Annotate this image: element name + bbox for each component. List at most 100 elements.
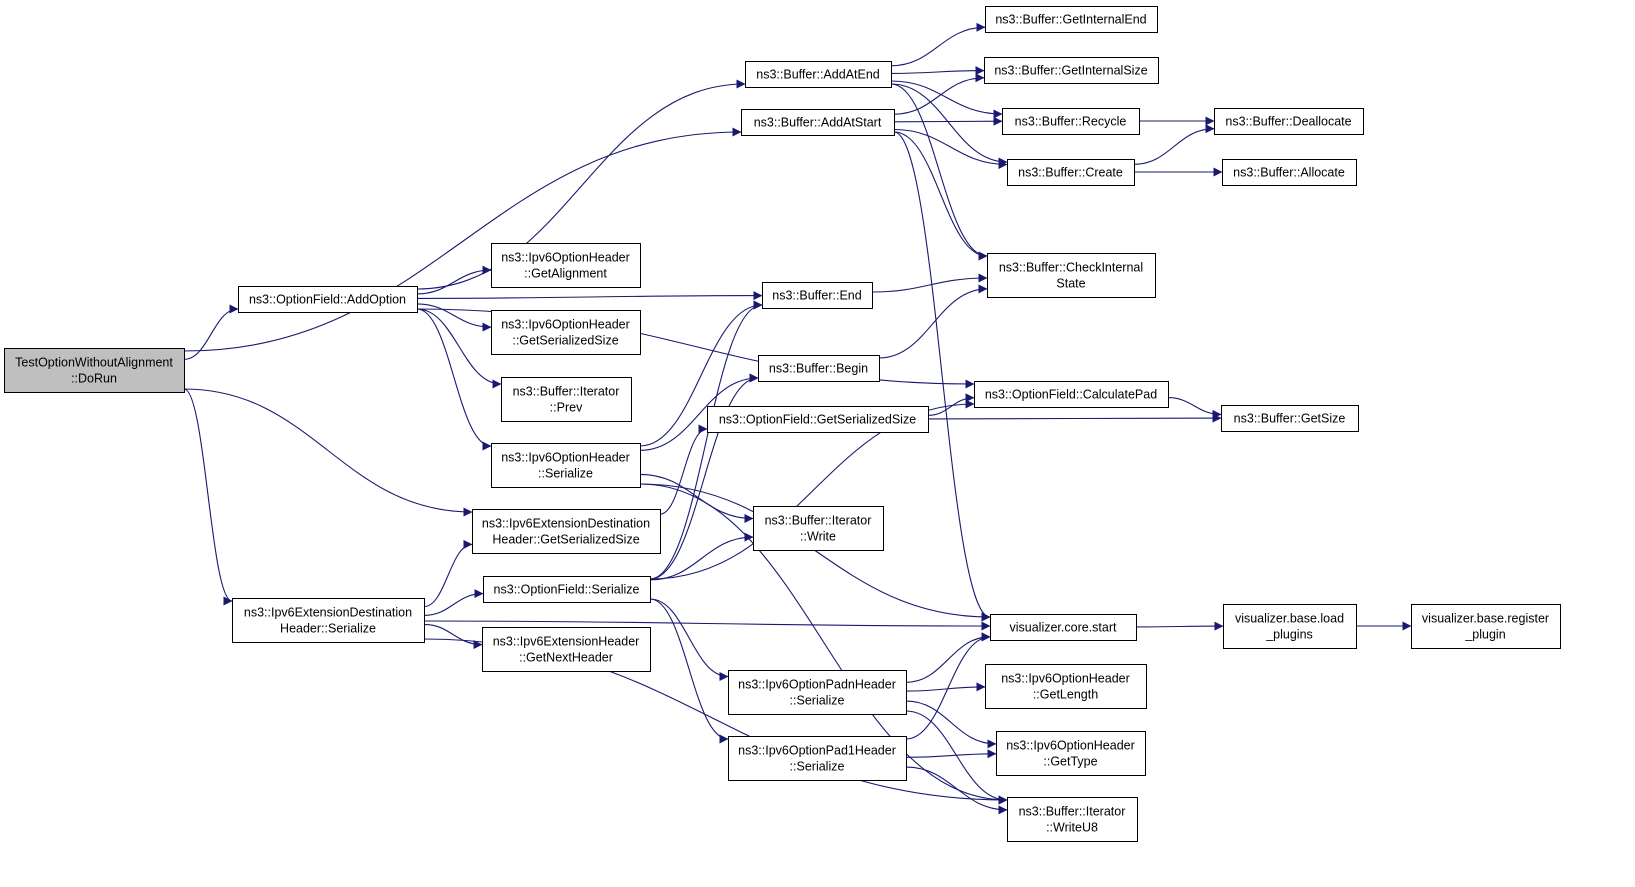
node-buffer-begin-box — [758, 355, 880, 382]
edge-addatend-to-getinternalsize — [890, 66, 985, 76]
node-buffer-addatend-label-0: ns3::Buffer::AddAtEnd — [756, 68, 880, 82]
edge-oh_serialize-to-iter_write — [639, 473, 754, 523]
edge-ed_serialize-to-ed_getsize — [423, 539, 473, 608]
node-buffer-getsize-label-0: ns3::Buffer::GetSize — [1234, 412, 1346, 426]
node-ipv6extdest-getserializedsize[interactable]: ns3::Ipv6ExtensionDestinationHeader::Get… — [472, 509, 661, 554]
node-ipv6optionpadnheader-serialize-label-0: ns3::Ipv6OptionPadnHeader — [738, 678, 896, 692]
edge-of_getsize-to-getsize — [927, 413, 1222, 423]
node-optionfield-calculatepad-label-0: ns3::OptionField::CalculatePad — [985, 388, 1157, 402]
node-ipv6optionheader-gettype-label-0: ns3::Ipv6OptionHeader — [1006, 739, 1135, 753]
node-ipv6optionheader-getalignment-box — [491, 243, 641, 288]
edge-viz_start-to-viz_load — [1135, 621, 1224, 631]
node-testoption-dorun-label-1: ::DoRun — [71, 372, 117, 386]
node-buffer-addatstart[interactable]: ns3::Buffer::AddAtStart — [741, 109, 895, 136]
node-buffer-iterator-writeu8-box — [1007, 797, 1138, 842]
node-ipv6extensionheader-getnextheader[interactable]: ns3::Ipv6ExtensionHeader::GetNextHeader — [482, 627, 651, 672]
edge-begin-to-checkinternal — [878, 284, 988, 359]
node-buffer-end-box — [762, 282, 873, 309]
node-buffer-getsize[interactable]: ns3::Buffer::GetSize — [1221, 405, 1359, 432]
node-buffer-recycle[interactable]: ns3::Buffer::Recycle — [1002, 108, 1140, 135]
node-buffer-checkinternalstate-label-1: State — [1056, 277, 1085, 291]
node-ipv6optionpadnheader-serialize[interactable]: ns3::Ipv6OptionPadnHeader::Serialize — [728, 670, 907, 715]
node-buffer-deallocate-box — [1214, 108, 1364, 135]
node-testoption-dorun-box — [4, 348, 185, 393]
node-buffer-getinternalsize-label-0: ns3::Buffer::GetInternalSize — [994, 64, 1147, 78]
node-buffer-iterator-prev-label-0: ns3::Buffer::Iterator — [513, 385, 620, 399]
node-testoption-dorun[interactable]: TestOptionWithoutAlignment::DoRun — [4, 348, 185, 393]
edge-ed_serialize-to-eh_getnext — [423, 623, 483, 650]
node-ipv6optionheader-serialize[interactable]: ns3::Ipv6OptionHeader::Serialize — [491, 443, 641, 488]
node-buffer-iterator-prev[interactable]: ns3::Buffer::Iterator::Prev — [501, 377, 632, 422]
node-ipv6optionheader-gettype[interactable]: ns3::Ipv6OptionHeader::GetType — [996, 731, 1146, 776]
edge-dorun-to-ed_getsize — [183, 388, 473, 517]
node-buffer-iterator-writeu8[interactable]: ns3::Buffer::Iterator::WriteU8 — [1007, 797, 1138, 842]
node-optionfield-getserializedsize[interactable]: ns3::OptionField::GetSerializedSize — [707, 406, 929, 433]
node-ipv6optionpad1header-serialize-label-0: ns3::Ipv6OptionPad1Header — [738, 744, 896, 758]
node-optionfield-getserializedsize-label-0: ns3::OptionField::GetSerializedSize — [719, 413, 916, 427]
edge-addoption-to-addatend — [416, 79, 746, 290]
node-ipv6optionheader-getlength-label-1: ::GetLength — [1033, 688, 1098, 702]
node-ipv6optionpad1header-serialize[interactable]: ns3::Ipv6OptionPad1Header::Serialize — [728, 736, 907, 781]
node-optionfield-calculatepad[interactable]: ns3::OptionField::CalculatePad — [974, 381, 1169, 408]
node-buffer-create[interactable]: ns3::Buffer::Create — [1007, 159, 1135, 186]
edge-addatend-to-getinternalend — [890, 22, 986, 67]
node-ipv6optionheader-getserializedsize[interactable]: ns3::Ipv6OptionHeader::GetSerializedSize — [491, 310, 641, 355]
node-buffer-getinternalsize[interactable]: ns3::Buffer::GetInternalSize — [984, 57, 1159, 84]
node-buffer-iterator-prev-label-1: ::Prev — [550, 401, 583, 415]
node-ipv6extensionheader-getnextheader-label-0: ns3::Ipv6ExtensionHeader — [493, 635, 640, 649]
node-ipv6optionpad1header-serialize-label-1: ::Serialize — [790, 760, 845, 774]
edge-addatstart-to-checkinternal — [893, 131, 988, 261]
edge-dorun-to-addoption — [183, 304, 239, 360]
node-buffer-end[interactable]: ns3::Buffer::End — [762, 282, 873, 309]
node-visualizer-base-loadplugins-box — [1223, 604, 1357, 649]
edge-padn_serialize-to-oh_getlength — [905, 682, 986, 692]
edge-addatstart-to-getinternalsize — [893, 73, 985, 115]
node-testoption-dorun-label-0: TestOptionWithoutAlignment — [15, 356, 173, 370]
node-optionfield-addoption[interactable]: ns3::OptionField::AddOption — [238, 286, 418, 313]
node-buffer-begin[interactable]: ns3::Buffer::Begin — [758, 355, 880, 382]
node-buffer-deallocate[interactable]: ns3::Buffer::Deallocate — [1214, 108, 1364, 135]
node-ipv6optionheader-getserializedsize-label-1: ::GetSerializedSize — [512, 334, 618, 348]
node-buffer-recycle-box — [1002, 108, 1140, 135]
node-buffer-getinternalsize-box — [984, 57, 1159, 84]
node-optionfield-serialize[interactable]: ns3::OptionField::Serialize — [483, 576, 651, 603]
node-visualizer-core-start[interactable]: visualizer.core.start — [990, 614, 1137, 641]
node-buffer-addatend[interactable]: ns3::Buffer::AddAtEnd — [745, 61, 892, 88]
edge-of_serialize-to-iter_write — [649, 532, 754, 581]
node-ipv6extdest-serialize-label-1: Header::Serialize — [280, 622, 376, 636]
node-buffer-getinternalend[interactable]: ns3::Buffer::GetInternalEnd — [985, 6, 1158, 33]
edge-addatend-to-checkinternal — [890, 83, 988, 261]
edge-ed_serialize-to-of_serialize — [423, 589, 484, 616]
edge-addatend-to-recycle — [890, 80, 1003, 119]
node-visualizer-base-registerplugin[interactable]: visualizer.base.register_plugin — [1411, 604, 1561, 649]
node-ipv6optionheader-gettype-label-1: ::GetType — [1043, 755, 1097, 769]
edge-ed_getsize-to-of_getsize — [659, 424, 708, 515]
node-visualizer-core-start-box — [990, 614, 1137, 641]
edge-addoption-to-iter_prev — [416, 308, 502, 389]
node-buffer-addatstart-box — [741, 109, 895, 136]
node-visualizer-base-loadplugins-label-1: _plugins — [1265, 628, 1313, 642]
node-optionfield-serialize-label-0: ns3::OptionField::Serialize — [494, 583, 640, 597]
node-ipv6optionheader-getlength[interactable]: ns3::Ipv6OptionHeader::GetLength — [985, 664, 1147, 709]
node-ipv6optionheader-getalignment-label-0: ns3::Ipv6OptionHeader — [501, 251, 630, 265]
node-ipv6optionheader-getalignment[interactable]: ns3::Ipv6OptionHeader::GetAlignment — [491, 243, 641, 288]
node-buffer-iterator-writeu8-label-1: ::WriteU8 — [1046, 821, 1098, 835]
node-ipv6optionpadnheader-serialize-box — [728, 670, 907, 715]
edge-ed_serialize-to-viz_start — [423, 620, 991, 631]
node-ipv6extdest-serialize-box — [232, 598, 425, 643]
edge-oh_serialize-to-end — [639, 300, 763, 447]
node-ipv6extdest-getserializedsize-label-1: Header::GetSerializedSize — [492, 533, 639, 547]
node-buffer-recycle-label-0: ns3::Buffer::Recycle — [1015, 115, 1127, 129]
edge-addoption-to-oh_getsize — [416, 303, 492, 332]
node-ipv6extdest-serialize[interactable]: ns3::Ipv6ExtensionDestinationHeader::Ser… — [232, 598, 425, 643]
node-buffer-allocate[interactable]: ns3::Buffer::Allocate — [1222, 159, 1357, 186]
node-ipv6extdest-getserializedsize-label-0: ns3::Ipv6ExtensionDestination — [482, 517, 650, 531]
node-visualizer-base-loadplugins[interactable]: visualizer.base.load_plugins — [1223, 604, 1357, 649]
node-ipv6optionpad1header-serialize-box — [728, 736, 907, 781]
node-buffer-iterator-write[interactable]: ns3::Buffer::Iterator::Write — [753, 506, 884, 551]
node-ipv6optionheader-serialize-label-1: ::Serialize — [538, 467, 593, 481]
edge-pad1_serialize-to-viz_start — [905, 632, 991, 740]
edge-addatstart-to-viz_start — [893, 131, 991, 622]
edge-addatend-to-create — [890, 83, 1008, 167]
